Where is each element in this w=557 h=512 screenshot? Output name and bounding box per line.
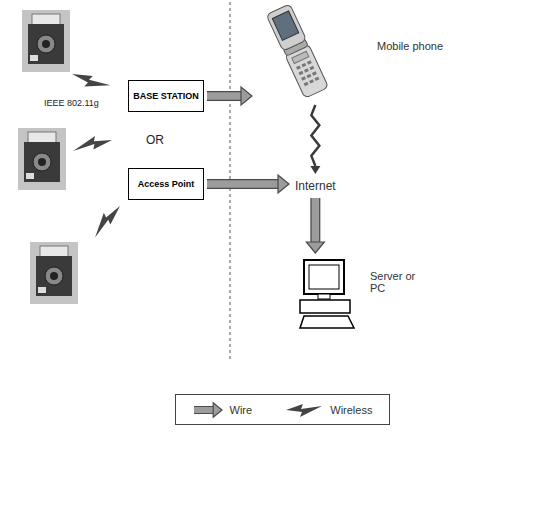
computer-picture [300, 260, 354, 328]
wire-arrow [306, 198, 324, 253]
arrow-head [310, 166, 320, 174]
phone-node: Mobile phone [255, 2, 455, 102]
label-slot: OR [146, 133, 164, 147]
wire-sample [193, 401, 223, 419]
wire-body [207, 180, 278, 188]
access-point-box: Access Point [128, 168, 204, 200]
wireless-sample [285, 401, 323, 419]
wire-outline [310, 198, 320, 242]
legend-item: Wireless [285, 401, 372, 419]
wire-body [207, 92, 241, 100]
wireless-bolt [71, 133, 113, 153]
device-photo [18, 128, 66, 190]
wire-body [312, 198, 320, 242]
arrow-head [278, 175, 289, 193]
phone-picture [266, 4, 328, 98]
computer-node: Server or PC [300, 256, 430, 332]
wire-outline [207, 179, 278, 189]
legend-item: Wire [193, 401, 253, 419]
legend-box: Wire Wireless [175, 394, 390, 425]
wireless-bolt [69, 68, 111, 95]
node-text: Access Point [133, 179, 199, 189]
device-photo [30, 242, 78, 304]
wireless-bolt [87, 201, 124, 239]
legend-text: Wireless [330, 404, 372, 416]
node-text: Internet [295, 179, 336, 193]
internet-node: Internet [292, 177, 339, 195]
protocol-label: IEEE 802.11g [44, 98, 99, 108]
wireless-zigzag [311, 105, 319, 166]
wire-arrow [207, 175, 289, 193]
wire-body [194, 407, 213, 413]
or-label: OR [146, 133, 164, 147]
node-text: Mobile phone [377, 40, 443, 52]
arrow-head [241, 87, 252, 105]
legend-text: Wire [230, 404, 253, 416]
device-photo [22, 10, 70, 72]
base-station-box: BASE STATION [128, 80, 204, 112]
node-text: BASE STATION [133, 91, 199, 101]
arrow-head [306, 242, 324, 253]
wire-outline [207, 91, 241, 101]
wire-arrow [207, 87, 252, 105]
wireless-link [310, 105, 320, 174]
node-text: Server or PC [370, 270, 418, 294]
arrow-head [213, 402, 222, 416]
label-slot: IEEE 802.11g [44, 98, 99, 108]
wire-outline [194, 406, 213, 414]
